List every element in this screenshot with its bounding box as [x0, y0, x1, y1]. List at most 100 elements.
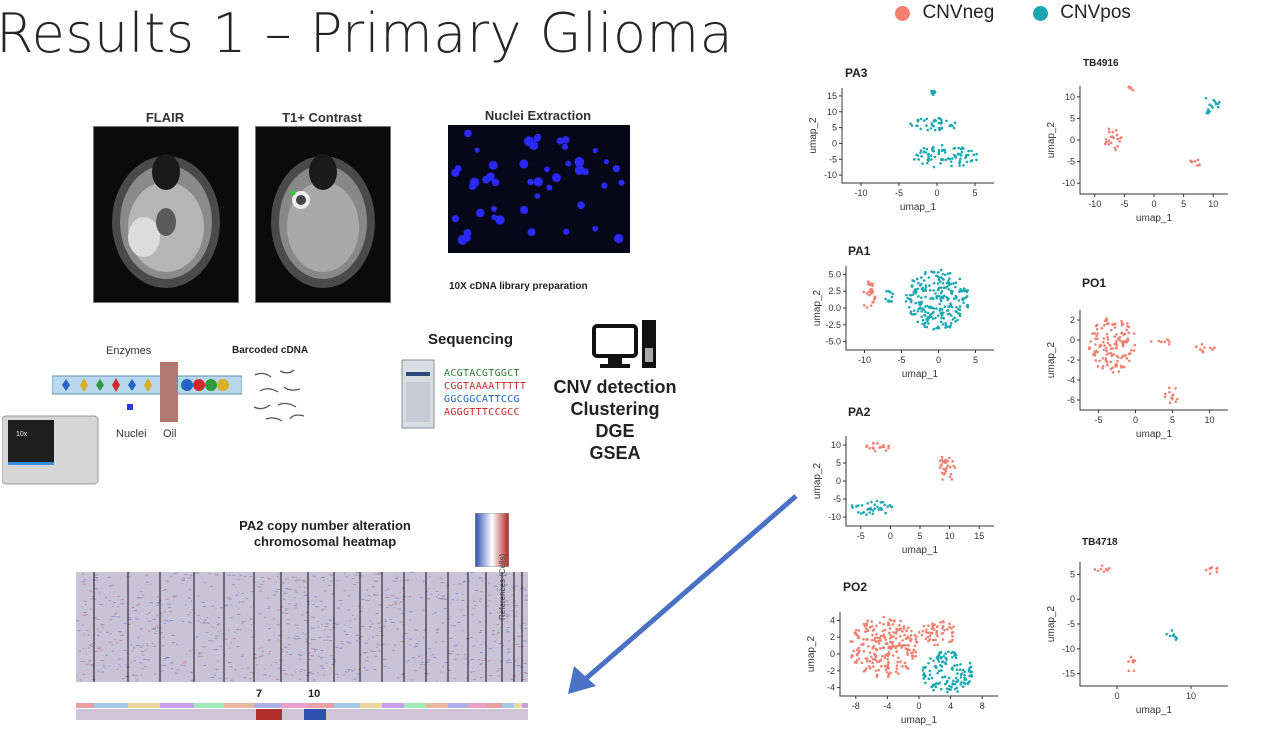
umap-cell-point	[871, 282, 874, 286]
umap-cell-point	[922, 146, 926, 150]
heatmap-cell	[236, 646, 240, 648]
umap-cell-point	[856, 504, 860, 507]
umap-cell-point	[1095, 334, 1098, 338]
heatmap-cell	[114, 638, 116, 640]
umap-cell-point	[1100, 327, 1104, 330]
heatmap-cell	[220, 630, 222, 632]
heatmap-cell	[312, 604, 315, 606]
umap-cell-point	[1093, 350, 1096, 354]
umap-cell-point	[940, 665, 944, 668]
heatmap-cell	[329, 655, 334, 657]
heatmap-cell	[328, 619, 333, 621]
umap-cell-point	[1108, 344, 1112, 347]
heatmap-cell	[165, 598, 170, 600]
heatmap-cell	[141, 654, 145, 656]
heatmap-cell	[300, 668, 303, 670]
heatmap-cell	[393, 603, 397, 605]
heatmap-cell	[140, 668, 145, 670]
umap-cell-point	[949, 472, 953, 476]
heatmap-cell	[453, 658, 457, 660]
heatmap-cell	[498, 642, 502, 644]
heatmap-cell	[392, 649, 395, 651]
umap-cell-point	[1107, 352, 1110, 355]
heatmap-cell	[82, 581, 86, 583]
umap-cell-point	[890, 645, 894, 649]
heatmap-cell	[188, 589, 192, 591]
umap-cell-point	[942, 624, 945, 628]
umap-cell-point	[1113, 335, 1116, 339]
heatmap-cell	[305, 641, 309, 643]
sequence-read: AGGGTTTCCGCC	[444, 407, 520, 418]
heatmap-cell	[449, 637, 453, 639]
heatmap-cell	[128, 613, 130, 615]
heatmap-cell	[250, 606, 252, 608]
umap-cell-point	[912, 649, 916, 652]
umap-cell-point	[931, 317, 935, 320]
heatmap-cell	[461, 593, 464, 595]
umap-cell-point	[930, 147, 934, 151]
x-tick-label: 15	[974, 531, 984, 541]
heatmap-cell	[82, 673, 86, 675]
umap-cell-point	[914, 650, 918, 654]
umap-cell-point	[923, 288, 927, 291]
umap-cell-point	[1174, 387, 1177, 390]
umap-cell-point	[946, 464, 949, 468]
umap-cell-point	[926, 158, 930, 161]
heatmap-cell	[375, 573, 379, 575]
heatmap-cell	[358, 637, 360, 639]
heatmap-cell	[482, 580, 484, 582]
umap-cell-point	[1126, 339, 1130, 342]
nucleus-dot	[544, 166, 550, 173]
heatmap-cell	[403, 633, 408, 635]
umap-cell-point	[1093, 332, 1097, 335]
heatmap-cell	[268, 639, 272, 641]
umap-cell-point	[948, 625, 951, 629]
heatmap-cell	[156, 625, 159, 627]
umap-cell-point	[869, 506, 872, 510]
umap-cell-point	[915, 153, 918, 157]
heatmap-cell	[214, 649, 218, 651]
heatmap-cell	[396, 576, 399, 578]
umap-cell-point	[897, 628, 901, 632]
umap-cell-point	[975, 152, 978, 156]
umap-cell-point	[866, 508, 869, 511]
heatmap-cell	[197, 653, 201, 655]
heatmap-cell	[462, 581, 465, 583]
nuclei-extraction-label: Nuclei Extraction	[484, 108, 592, 123]
umap-cell-point	[937, 286, 941, 290]
umap-cell-point	[948, 277, 951, 281]
x-tick-label: 10	[945, 531, 955, 541]
heatmap-cell	[237, 592, 240, 594]
umap-cell-point	[1112, 353, 1116, 356]
heatmap-cell	[296, 627, 299, 629]
umap-cell-point	[901, 639, 904, 642]
umap-cell-point	[917, 295, 920, 298]
heatmap-cell	[360, 636, 363, 638]
umap-cell-point	[908, 637, 912, 640]
umap-cell-point	[865, 513, 868, 516]
heatmap-cell	[509, 661, 512, 663]
umap-cell-point	[909, 298, 913, 302]
heatmap-cell	[525, 673, 530, 675]
umap-cell-point	[1121, 343, 1125, 347]
x-tick-label: 0	[888, 531, 893, 541]
heatmap-cell	[279, 573, 281, 575]
y-tick-label: -5	[833, 494, 841, 504]
umap-cell-point	[937, 121, 941, 125]
umap-cell-point	[890, 646, 893, 650]
umap-cell-point	[962, 287, 966, 290]
heatmap-cell	[428, 576, 431, 578]
heatmap-cell	[511, 610, 513, 612]
umap-cell-point	[941, 625, 945, 628]
heatmap-cell	[163, 611, 167, 613]
heatmap-cell	[437, 632, 439, 634]
umap-cell-point	[868, 511, 871, 514]
heatmap-cell	[82, 614, 87, 616]
heatmap-cell	[274, 662, 278, 664]
heatmap-cell	[470, 671, 473, 673]
umap-cell-point	[871, 646, 875, 649]
heatmap-cell	[273, 618, 275, 620]
heatmap-cell	[199, 617, 202, 619]
umap-cell-point	[937, 271, 940, 274]
umap-cell-point	[932, 310, 935, 314]
